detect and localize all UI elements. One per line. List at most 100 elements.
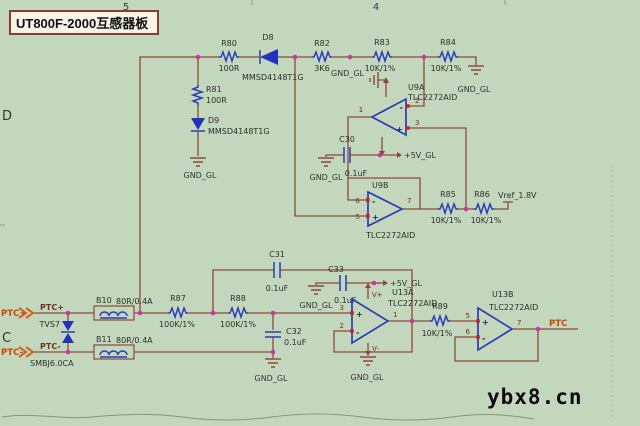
u13a-minus-mark: - bbox=[356, 328, 359, 337]
label-u9b-part: TLC2272AID bbox=[365, 231, 415, 240]
resistor-r82: R82 3K6 bbox=[312, 39, 332, 73]
top-circuit: R80 100R R81 100R R82 3K6 R83 10K/1% R84… bbox=[139, 33, 537, 313]
diode-d9: D9 MMSD4148T1G bbox=[191, 116, 270, 136]
label-r88-value: 100K/1% bbox=[220, 320, 256, 329]
label-r87-ref: R87 bbox=[170, 294, 186, 303]
u9b-pin5-number: 5 bbox=[356, 213, 360, 221]
opamp-u9b: U9B TLC2272AID 6 5 7 - + bbox=[356, 181, 416, 240]
label-r80-ref: R80 bbox=[221, 39, 237, 48]
gnd-label-c32: GND_GL bbox=[255, 374, 289, 383]
wire-u9a-pin3 bbox=[406, 127, 467, 209]
label-r82-ref: R82 bbox=[314, 39, 330, 48]
resistor-r80: R80 100R bbox=[219, 39, 240, 73]
ground-symbol-c33 bbox=[307, 285, 325, 295]
u13a-vplus-label: V+ bbox=[372, 291, 383, 299]
u13b-pin6-number: 6 bbox=[466, 328, 471, 336]
junction-dot bbox=[421, 54, 427, 60]
u9a-minus-mark: - bbox=[400, 103, 403, 112]
label-r88-ref: R88 bbox=[230, 294, 246, 303]
u13b-pin7-number: 7 bbox=[517, 319, 521, 327]
junction-dot bbox=[270, 349, 276, 355]
junction-dot bbox=[347, 54, 353, 60]
title-box bbox=[9, 10, 159, 35]
opamp-u13a: U13A TLC2272AID 3 2 1 + - V+ V- bbox=[340, 283, 437, 356]
label-tvs7-value: SMBJ6.0CA bbox=[30, 359, 74, 368]
label-c32-ref: C32 bbox=[286, 327, 302, 336]
vcc-arrow-u13a bbox=[383, 280, 388, 286]
wire-u9b-feedback bbox=[347, 116, 438, 210]
net-ptc-plus-label: PTC+ bbox=[40, 303, 64, 312]
u9b-minus-mark: - bbox=[372, 197, 375, 206]
label-r84-value: 10K/1% bbox=[431, 64, 462, 73]
label-u13a-ref: U13A bbox=[392, 288, 414, 297]
label-b10-ref: B10 bbox=[96, 296, 112, 305]
u13a-pin1-number: 1 bbox=[393, 311, 397, 319]
opamp-u13b: U13B TLC2272AID 5 6 7 + - bbox=[466, 290, 538, 352]
ground-symbol-u13a bbox=[359, 356, 377, 366]
u9a-pin2-number: 2 bbox=[415, 97, 419, 105]
label-u13a-part: TLC2272AID bbox=[387, 299, 437, 308]
gnd-label-u13a: GND_GL bbox=[351, 373, 385, 382]
label-c30-ref: C30 bbox=[339, 135, 355, 144]
u13a-plus-mark: + bbox=[356, 310, 363, 319]
label-r85-ref: R85 bbox=[440, 190, 456, 199]
label-d9-ref: D9 bbox=[208, 116, 219, 125]
power-flag-vcc-u9a: +5V_GL bbox=[392, 151, 436, 160]
label-c30-value: 0.1uF bbox=[345, 169, 368, 178]
ground-symbol-d9 bbox=[189, 157, 207, 167]
u13b-minus-mark: - bbox=[482, 334, 485, 343]
label-d9-value: MMSD4148T1G bbox=[208, 127, 270, 136]
page-title: UT800F-2000互感器板 bbox=[16, 16, 149, 31]
bottom-circuit: PTC+ PTC+ PTC- PTC- TVS7 SMBJ6.0CA B10 8… bbox=[1, 250, 578, 383]
port-chevron-icon bbox=[18, 307, 35, 319]
grid-label-c: C bbox=[2, 331, 11, 346]
u9a-vplus-arrow bbox=[379, 151, 385, 156]
label-u13b-part: TLC2272AID bbox=[488, 303, 538, 312]
wire-u13b-feedback bbox=[454, 329, 539, 362]
port-ptc-plus: PTC+ PTC+ bbox=[1, 303, 64, 319]
u9b-pin6-number: 6 bbox=[356, 197, 361, 205]
border-tick bbox=[0, 0, 506, 226]
label-c31-ref: C31 bbox=[269, 250, 285, 259]
output-ptc-label: PTC bbox=[549, 319, 567, 329]
vcc-label-u9a: +5V_GL bbox=[404, 151, 436, 160]
tvs-diode-tvs7: TVS7 SMBJ6.0CA bbox=[30, 320, 75, 368]
resistor-r85: R85 10K/1% bbox=[431, 190, 462, 225]
vcc-label-u13a: +5V_GL bbox=[390, 279, 422, 288]
resistor-r88: R88 100K/1% bbox=[220, 294, 256, 329]
junction-dot bbox=[65, 349, 71, 355]
label-r82-value: 3K6 bbox=[314, 64, 329, 73]
label-tvs7-ref: TVS7 bbox=[38, 320, 60, 329]
wire-rail-to-u9b bbox=[294, 57, 368, 217]
u9a-vminus-arrow bbox=[383, 77, 389, 83]
port-ptc-plus-label: PTC+ bbox=[1, 309, 26, 319]
u13a-pin2-square bbox=[350, 329, 354, 333]
label-u9a-part: TLC2272AID bbox=[407, 93, 457, 102]
capacitor-c33: C33 0.1uF bbox=[328, 265, 357, 305]
power-flag-vref: Vref_1.8V bbox=[498, 191, 537, 200]
junction-dot bbox=[195, 54, 201, 60]
u13b-pin5-square bbox=[476, 319, 480, 323]
ground-symbol-c32 bbox=[264, 358, 282, 368]
label-b11-ref: B11 bbox=[96, 335, 112, 344]
label-d8-ref: D8 bbox=[262, 33, 273, 42]
ground-symbol-r84 bbox=[467, 65, 485, 75]
u13a-vplus-arrow bbox=[365, 283, 371, 288]
junction-dot bbox=[137, 310, 143, 316]
resistor-r86: R86 10K/1% bbox=[471, 190, 502, 225]
vcc-arrow-u9a bbox=[397, 152, 402, 158]
resistor-r89: R89 10K/1% bbox=[422, 302, 453, 338]
net-ptc-minus-label: PTC- bbox=[40, 342, 61, 351]
capacitor-c31: C31 0.1uF bbox=[266, 250, 289, 293]
scan-squiggle bbox=[1, 413, 535, 421]
ground-symbol-c30 bbox=[317, 157, 335, 167]
sheet-border-marks: 5 4 D C bbox=[0, 0, 613, 421]
opamp-u9a: U9A TLC2272AID 1 2 3 - + bbox=[359, 77, 457, 156]
junction-dot bbox=[65, 310, 71, 316]
label-b10-value: 80R/0.4A bbox=[116, 297, 153, 306]
vref-label: Vref_1.8V bbox=[498, 191, 537, 200]
ground-symbol-u9a-vminus bbox=[369, 71, 379, 89]
label-c31-value: 0.1uF bbox=[266, 284, 289, 293]
